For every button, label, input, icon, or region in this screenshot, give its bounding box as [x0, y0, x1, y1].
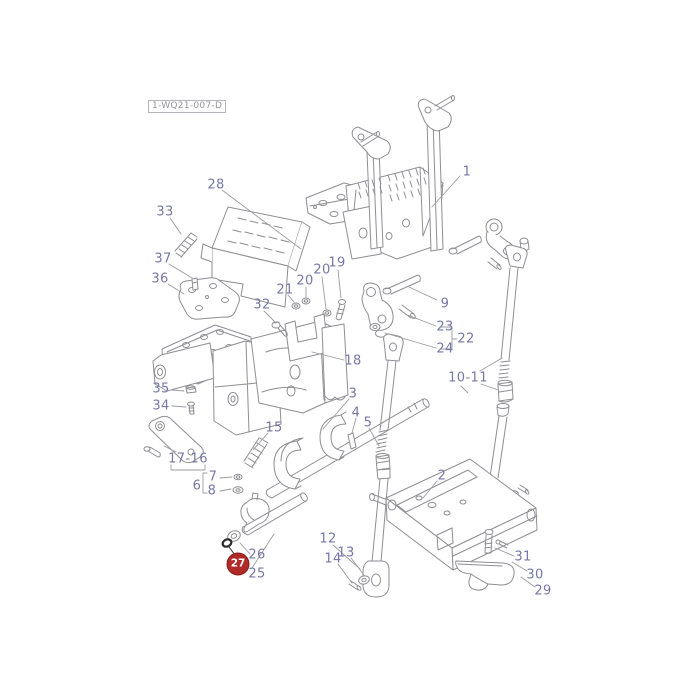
part-33-spring-drawing [174, 232, 198, 258]
part-27-oring [221, 538, 233, 548]
hardware-34-35-drawing [185, 385, 197, 415]
part-36-plate-drawing [178, 277, 240, 320]
part-17-16-lever-drawing [143, 415, 204, 464]
hardware-19-20-21-32-drawing [271, 297, 346, 337]
lower-link-rod-drawing [348, 468, 391, 598]
drawing-reference-label: 1-WQ21-007-D [148, 100, 227, 113]
part-1-assembly-drawing [305, 95, 455, 260]
parts-9-23-24-lever-drawing [361, 274, 421, 338]
parts-25-26-27-drawing [221, 492, 308, 556]
part-18-bracket-drawing [152, 313, 349, 436]
parts-29-30-31-hook-drawing [455, 529, 515, 591]
part-28-cover-drawing [200, 206, 311, 308]
part-3-cam-shaft-drawing [265, 398, 430, 499]
callout-leader-lines [163, 175, 536, 588]
part-2-frame-drawing [369, 458, 538, 571]
part-15-spring-drawing [243, 437, 269, 469]
parts-6-7-8-plunger-drawing [232, 473, 270, 533]
center-rod-5-drawing [375, 333, 404, 471]
part-37-pin-drawing [191, 277, 199, 291]
